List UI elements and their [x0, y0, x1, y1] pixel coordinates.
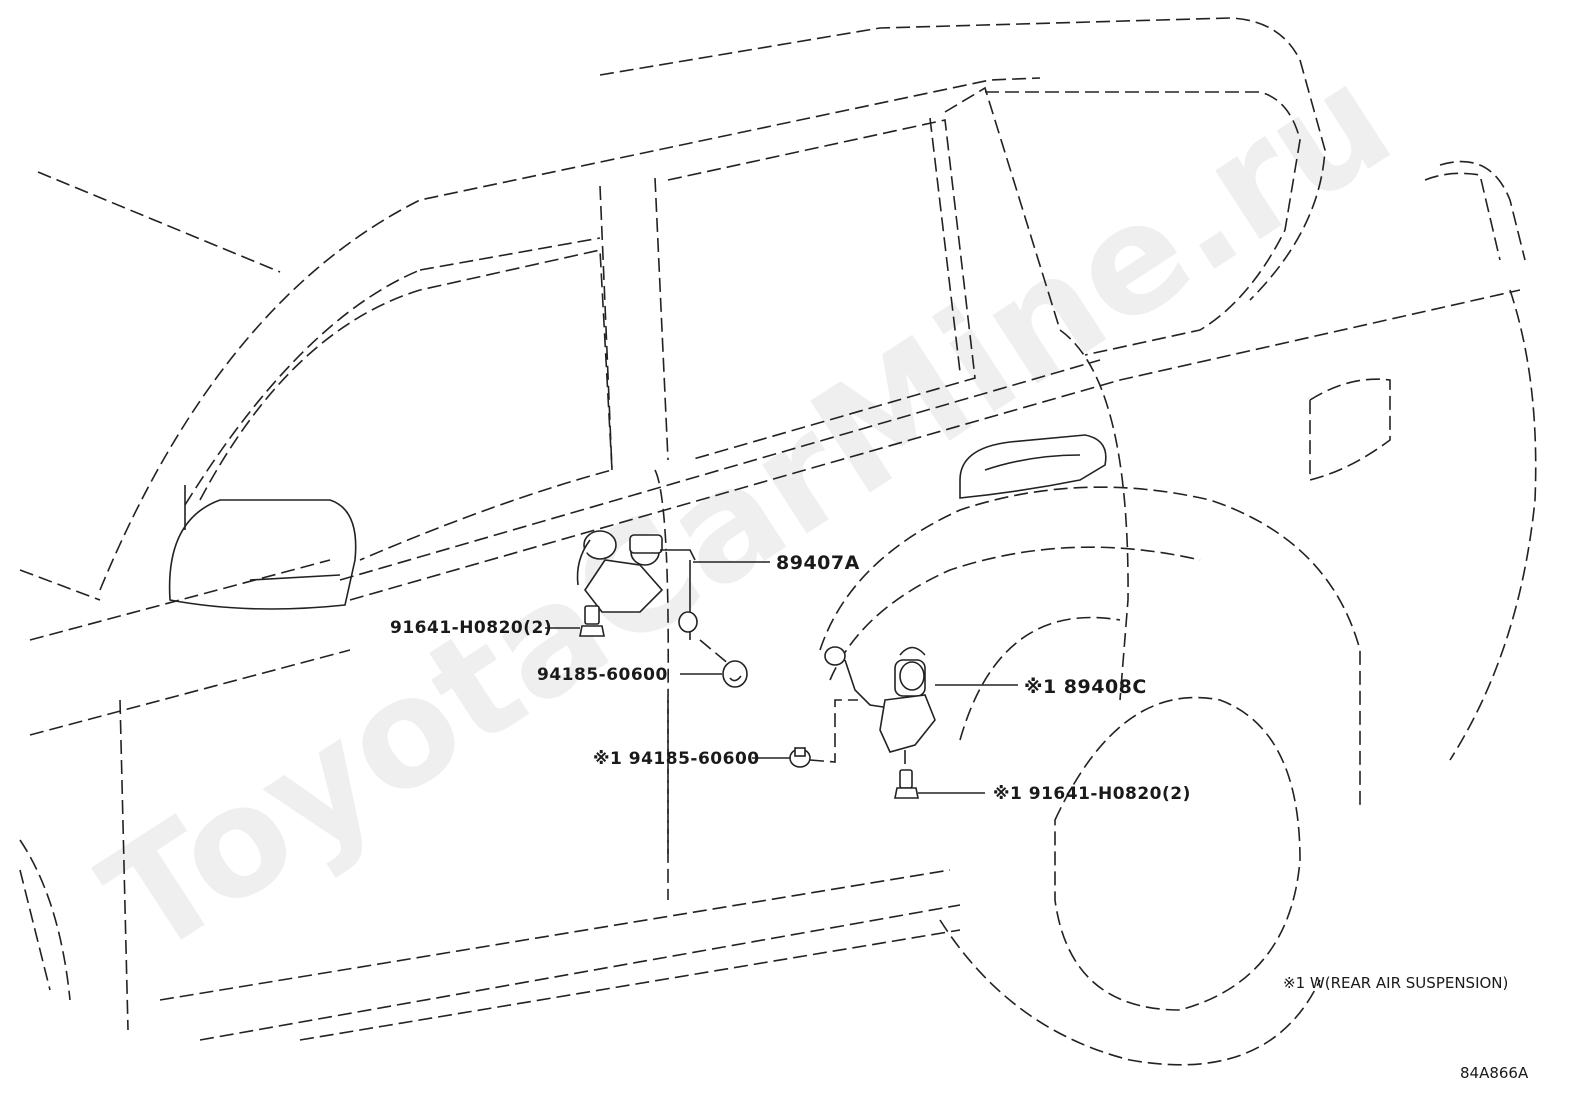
- clip-front[interactable]: [680, 639, 748, 688]
- clip-rear[interactable]: [752, 699, 858, 768]
- door-handle: [959, 434, 1107, 499]
- height-sensor-rear[interactable]: [824, 646, 1018, 753]
- callout-bolt-rear[interactable]: ※1 91641-H0820(2): [993, 784, 1191, 804]
- callout-clip-rear[interactable]: ※1 94185-60600: [593, 749, 760, 769]
- watermark: ToyotaCarMine.ru: [75, 32, 1421, 990]
- footnote: ※1 W(REAR AIR SUSPENSION): [1283, 974, 1508, 992]
- callout-sensor-front[interactable]: 89407A: [776, 552, 860, 574]
- height-sensor-front[interactable]: [576, 530, 771, 640]
- bolt-front[interactable]: [545, 605, 605, 637]
- callout-sensor-rear[interactable]: ※1 89408C: [1024, 676, 1147, 698]
- side-mirror: [168, 485, 357, 610]
- figure-code: 84A866A: [1460, 1064, 1529, 1082]
- callout-bolt-front[interactable]: 91641-H0820(2): [390, 618, 552, 638]
- callout-clip-front[interactable]: 94185-60600: [537, 665, 668, 685]
- bolt-rear[interactable]: [894, 769, 985, 799]
